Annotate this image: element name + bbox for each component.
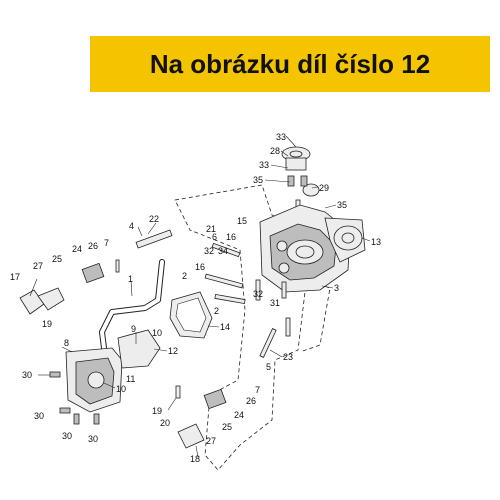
callout-label: 15 (237, 216, 247, 226)
callout-label: 20 (160, 418, 170, 428)
callout-label: 9 (131, 324, 136, 334)
lower-rocker-group (175, 317, 291, 449)
left-rocker-group (19, 229, 173, 315)
callout-label: 30 (62, 431, 72, 441)
callout-label: 2 (214, 306, 219, 316)
callout-label: 33 (276, 132, 286, 142)
callout-labels: 33 28 33 35 29 35 13 21 15 6 16 32 34 16… (10, 132, 381, 464)
callout-label: 16 (226, 232, 236, 242)
callout-label: 10 (116, 384, 126, 394)
callout-label: 25 (222, 422, 232, 432)
leader-lines (29, 135, 371, 458)
callout-label: 21 (206, 224, 216, 234)
callout-label: 12 (168, 346, 178, 356)
callout-label: 30 (22, 370, 32, 380)
callout-label: 33 (259, 160, 269, 170)
callout-label: 5 (266, 362, 271, 372)
callout-label: 19 (152, 406, 162, 416)
title-banner: Na obrázku díl číslo 12 (90, 36, 490, 92)
callout-label: 24 (72, 244, 82, 254)
callout-label: 7 (255, 385, 260, 395)
thermostat-flange (281, 146, 320, 223)
callout-label: 23 (283, 352, 293, 362)
gasket-14-inner (175, 297, 207, 333)
valve-cover (65, 347, 123, 413)
callout-label: 10 (152, 328, 162, 338)
right-dashed-outline (299, 281, 331, 353)
callout-label: 1 (128, 274, 133, 284)
callout-label: 31 (270, 298, 280, 308)
callout-label: 3 (334, 283, 339, 293)
bracket-11 (117, 329, 161, 369)
callout-label: 26 (246, 396, 256, 406)
callout-label: 34 (218, 246, 228, 256)
head-bolts (204, 242, 287, 305)
callout-label: 11 (126, 374, 135, 384)
title-text: Na obrázku díl číslo 12 (149, 49, 431, 79)
callout-label: 26 (88, 241, 98, 251)
callout-label: 30 (88, 434, 98, 444)
callout-label: 32 (204, 246, 214, 256)
callout-label: 30 (34, 411, 44, 421)
callout-label: 8 (64, 338, 69, 348)
callout-label: 28 (270, 146, 280, 156)
callout-label: 24 (234, 410, 244, 420)
callout-label: 2 (182, 271, 187, 281)
callout-label: 4 (129, 221, 134, 231)
callout-label: 27 (206, 436, 216, 446)
callout-label: 32 (253, 289, 263, 299)
callout-label: 18 (190, 454, 200, 464)
callout-label: 35 (253, 175, 263, 185)
callout-label: 13 (371, 237, 381, 247)
callout-label: 27 (33, 261, 43, 271)
callout-label: 22 (149, 214, 159, 224)
callout-label: 19 (42, 319, 52, 329)
cover-bolts-30 (49, 371, 100, 425)
callout-label: 16 (195, 262, 205, 272)
callout-label: 7 (104, 238, 109, 248)
callout-label: 35 (337, 200, 347, 210)
breather-hose-inner (100, 260, 164, 350)
callout-label: 6 (212, 232, 217, 242)
cylinder-head (259, 204, 366, 293)
callout-label: 14 (220, 322, 230, 332)
callout-label: 25 (52, 254, 62, 264)
callout-label: 29 (319, 183, 329, 193)
callout-label: 17 (10, 272, 20, 282)
